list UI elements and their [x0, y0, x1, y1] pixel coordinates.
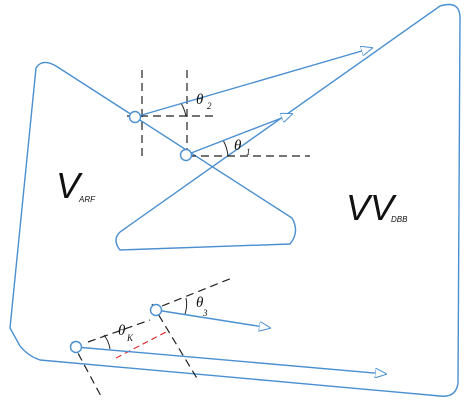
- diagonal-guide-bottom: [87, 319, 151, 343]
- right-region-label: VV: [346, 187, 397, 228]
- arrow-k: [75, 346, 386, 374]
- normal-guide-1: [151, 303, 199, 381]
- pivot-circle-3: [149, 303, 163, 317]
- theta-3-subscript: 3: [202, 308, 208, 318]
- theta-k-subscript: K: [126, 333, 134, 343]
- theta-3-label: θ: [196, 295, 204, 311]
- theta-1-label: θ: [234, 138, 242, 154]
- left-region-subscript: ARF: [78, 195, 96, 204]
- theta-k-arc: [103, 334, 111, 350]
- right-region-subscript: DBB: [391, 215, 408, 224]
- normal-guide-2: [71, 341, 103, 399]
- theta-1-arc: [222, 139, 229, 157]
- bowtie-outline: [9, 3, 461, 397]
- theta-1-subscript: 1: [246, 147, 251, 157]
- arrow-2: [134, 48, 372, 118]
- pivot-circle-2: [128, 110, 142, 124]
- theta-2-subscript: 2: [207, 101, 212, 111]
- theta-k-label: θ: [118, 323, 126, 339]
- pivot-circle-1: [179, 148, 193, 162]
- pivot-circle-k: [69, 340, 83, 354]
- theta-2-arc: [180, 102, 187, 117]
- arrow-1: [185, 114, 292, 156]
- theta-2-label: θ: [196, 92, 204, 108]
- theta-3-arc: [184, 297, 188, 315]
- arrow-3: [155, 309, 270, 328]
- left-region-label: V: [56, 165, 83, 206]
